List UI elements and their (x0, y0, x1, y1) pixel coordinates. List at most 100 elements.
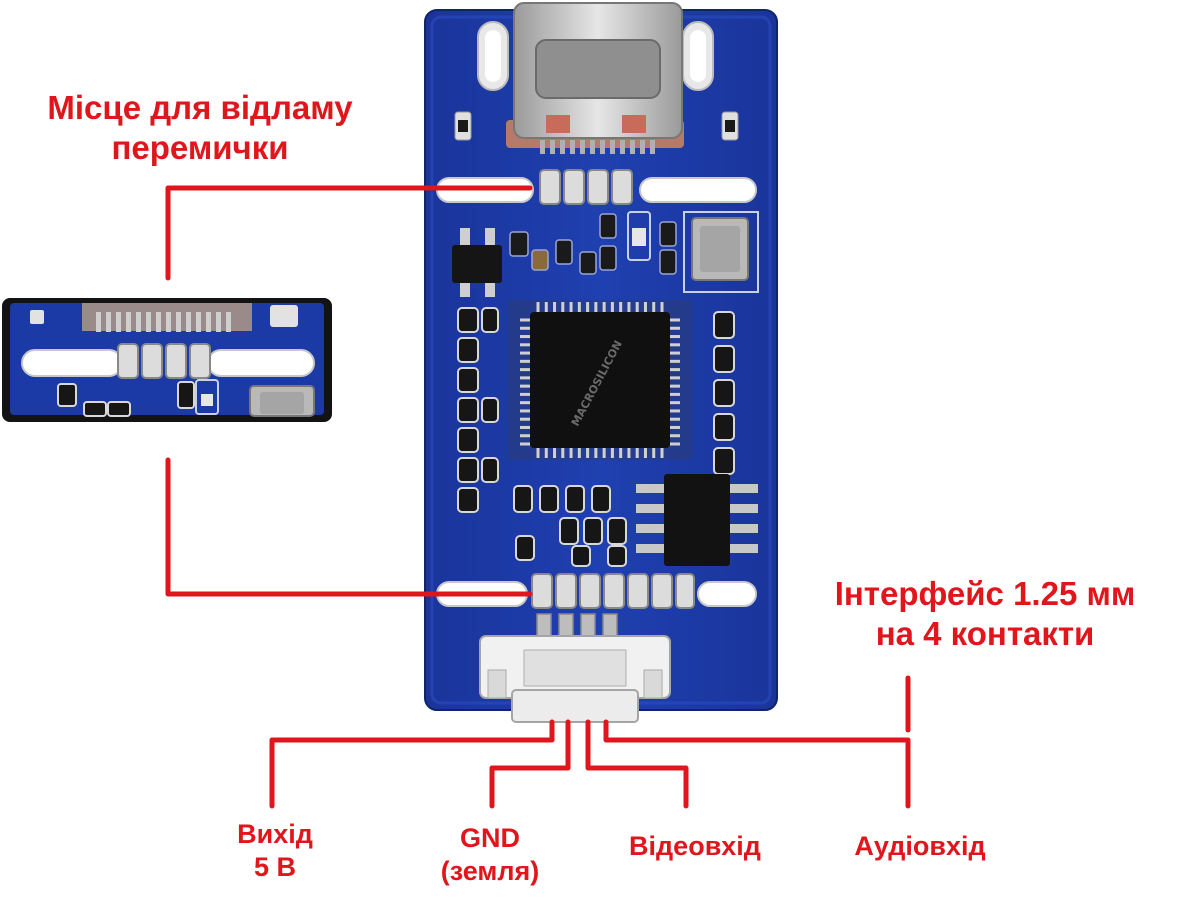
label-pin-gnd: GND (земля) (410, 822, 570, 888)
chip-pin (520, 417, 530, 421)
callout-line-gnd (489, 719, 571, 809)
jumper-pads-upper (539, 169, 633, 205)
chip-pin (670, 425, 680, 429)
chip-pin (586, 302, 590, 312)
chip-pin (635, 448, 639, 458)
chip-pin (610, 448, 614, 458)
chip-pin (520, 368, 530, 372)
chip-pin (520, 359, 530, 363)
voltage-regulator (452, 228, 502, 297)
chip-pin (544, 448, 548, 458)
chip-pin (670, 434, 680, 438)
chip-pin (670, 392, 680, 396)
chip-pin (586, 448, 590, 458)
led-indicator (627, 211, 651, 261)
chip-pin (619, 448, 623, 458)
main-chip: MACROSILICON (508, 300, 692, 460)
crystal-oscillator (683, 211, 759, 293)
chip-pin (670, 335, 680, 339)
chip-pin (670, 401, 680, 405)
chip-pin (520, 343, 530, 347)
chip-pin (561, 448, 565, 458)
callout-line-video (585, 719, 689, 809)
break-slot-lower-right (697, 581, 757, 607)
label-interface-line1: Інтерфейс 1.25 мм (834, 575, 1136, 612)
passive-cluster-upper (509, 213, 677, 275)
chip-pin (602, 302, 606, 312)
jumper-pads-lower (531, 573, 695, 609)
label-pin-audio: Аудіовхід (820, 830, 1020, 863)
label-jumper-line1: Місце для відламу (47, 89, 353, 126)
callout-line-audio (603, 719, 911, 809)
chip-pin (553, 302, 557, 312)
label-interface-line2: на 4 контакти (875, 615, 1095, 653)
usb-c-connector (506, 2, 684, 154)
chip-pin (544, 302, 548, 312)
label-5v-line1: Вихід (237, 819, 313, 849)
chip-pin (520, 376, 530, 380)
label-audio-line1: Аудіовхід (854, 831, 986, 861)
chip-pin (577, 302, 581, 312)
chip-pin (670, 442, 680, 446)
chip-pin (610, 302, 614, 312)
chip-pin (602, 448, 606, 458)
chip-pin (643, 302, 647, 312)
label-gnd-line1: GND (460, 823, 520, 853)
chip-pin (670, 326, 680, 330)
label-video-line1: Відеовхід (629, 831, 761, 861)
chip-pin (635, 302, 639, 312)
eeprom-chip (636, 474, 758, 566)
chip-pin (553, 448, 557, 458)
label-pin-video: Відеовхід (600, 830, 790, 863)
chip-pin (520, 318, 530, 322)
chip-pin (520, 384, 530, 388)
break-slot-upper-right (639, 177, 757, 203)
chip-pin (670, 384, 680, 388)
label-5v-line2: 5 В (253, 851, 297, 882)
chip-pin (520, 409, 530, 413)
chip-pin (670, 359, 680, 363)
callout-line-jumper-top (165, 185, 533, 281)
chip-pin (594, 302, 598, 312)
chip-pin (670, 409, 680, 413)
label-jumper-line2: перемички (111, 129, 289, 167)
chip-pin (619, 302, 623, 312)
chip-pin (670, 318, 680, 322)
chip-pin (594, 448, 598, 458)
chip-pin (577, 448, 581, 458)
chip-pin (520, 392, 530, 396)
chip-pin (627, 302, 631, 312)
chip-pin (569, 302, 573, 312)
chip-pin (670, 417, 680, 421)
zoom-inset (2, 298, 332, 422)
chip-pin (536, 302, 540, 312)
chip-pin (520, 401, 530, 405)
chip-pin (561, 302, 565, 312)
label-gnd-line2: (земля) (440, 855, 540, 886)
chip-pin (520, 326, 530, 330)
chip-pin (520, 434, 530, 438)
chip-pin (520, 425, 530, 429)
chip-pin (660, 302, 664, 312)
chip-pin (670, 368, 680, 372)
passive-column-left (457, 307, 499, 513)
chip-pin (536, 448, 540, 458)
chip-pin (670, 376, 680, 380)
chip-pin (520, 335, 530, 339)
chip-pin (643, 448, 647, 458)
passive-cluster-lower (513, 485, 627, 567)
chip-pin (652, 448, 656, 458)
label-jumper-break: Місце для відламу перемички (0, 88, 400, 169)
chip-pin (520, 442, 530, 446)
callout-line-jumper-bottom (165, 457, 533, 597)
chip-pin (569, 448, 573, 458)
chip-pin (670, 351, 680, 355)
connector-4pin (479, 613, 671, 723)
top-components (454, 111, 739, 141)
chip-pin (670, 343, 680, 347)
label-interface: Інтерфейс 1.25 мм на 4 контакти (780, 574, 1190, 655)
pcb-board: MACROSILICON (424, 2, 778, 723)
label-pin-5v: Вихід 5 В (205, 818, 345, 884)
chip-pin (652, 302, 656, 312)
